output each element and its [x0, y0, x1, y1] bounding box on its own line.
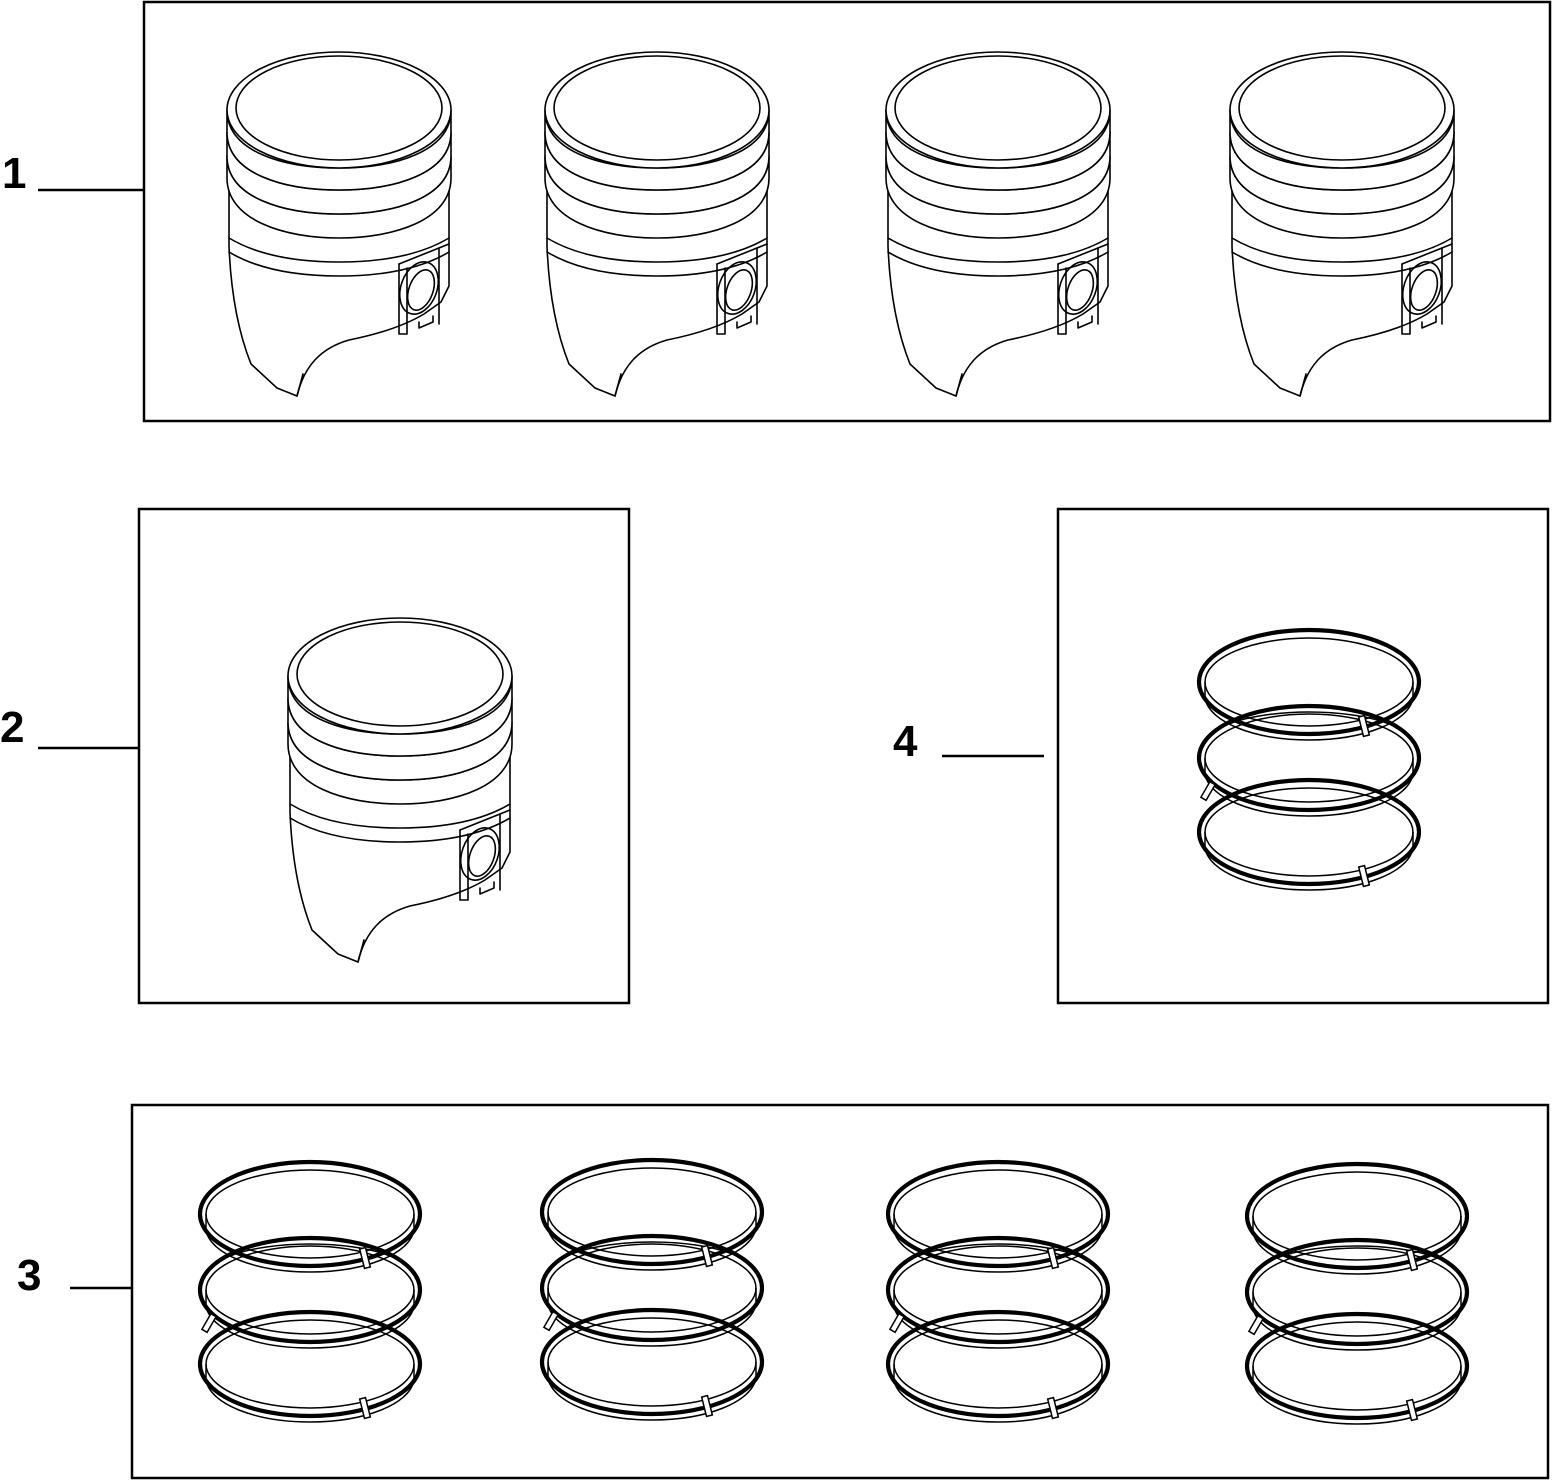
group-3-frame	[130, 1103, 1550, 1480]
group-3: 3	[17, 1103, 1550, 1480]
piston-icon	[544, 51, 770, 397]
piston-icon	[287, 617, 513, 963]
callout-4: 4	[893, 717, 918, 766]
callout-3: 3	[17, 1251, 41, 1300]
piston-icon	[1229, 51, 1455, 397]
callout-2: 2	[0, 703, 24, 752]
piston-ring-set-icon	[1247, 1164, 1467, 1424]
piston-ring-set-icon	[1199, 630, 1419, 890]
piston-icon	[226, 51, 452, 397]
group-2: 2	[0, 507, 631, 1005]
group-2-frame	[137, 507, 631, 1005]
group-4-frame	[1056, 507, 1550, 1005]
piston-ring-set-icon	[200, 1162, 420, 1422]
piston-ring-set-icon	[888, 1162, 1108, 1422]
group-1: 1	[2, 0, 1552, 423]
group-4: 4	[893, 507, 1550, 1005]
group-1-frame	[142, 0, 1552, 423]
piston-ring-set-icon	[542, 1160, 762, 1420]
piston-icon	[885, 51, 1111, 397]
callout-1: 1	[2, 149, 26, 198]
